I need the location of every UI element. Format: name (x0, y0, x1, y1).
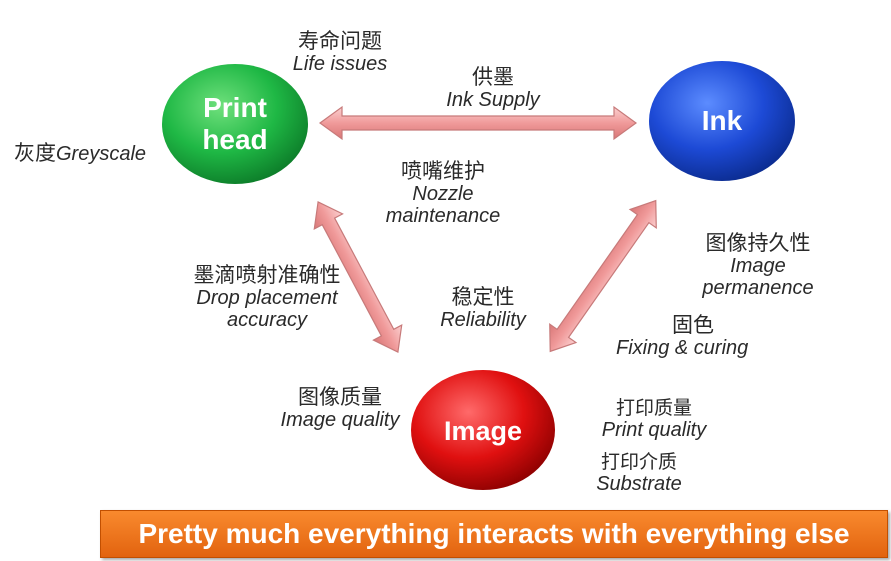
perm-cn: 图像持久性 (705, 231, 811, 255)
label-image-quality: 图像质量 Image quality (266, 385, 414, 432)
rel-cn: 稳定性 (451, 285, 515, 309)
sub-cn: 打印介质 (600, 451, 677, 473)
sub-en: Substrate (596, 472, 682, 495)
image-label: Image (444, 416, 522, 446)
label-life-issues: 寿命问题 Life issues (278, 29, 402, 76)
node-image: Image (411, 370, 555, 490)
drop-en1: Drop placement (196, 287, 338, 310)
label-drop-placement: 墨滴喷射准确性 Drop placement accuracy (178, 263, 356, 332)
perm-en1: Image (730, 255, 786, 278)
printhead-label-line1: Print (203, 92, 267, 123)
supply-cn: 供墨 (472, 65, 514, 89)
arrow-printhead-ink (318, 105, 638, 141)
label-image-permanence: 图像持久性 Image permanence (688, 231, 828, 300)
arrow-printhead-image (313, 201, 403, 353)
label-print-quality: 打印质量 Print quality (586, 398, 722, 441)
label-ink-supply: 供墨 Ink Supply (428, 65, 558, 112)
label-substrate: 打印介质 Substrate (580, 452, 698, 495)
grey-en: Greyscale (56, 143, 147, 165)
nozzle-en2: maintenance (385, 205, 501, 228)
fix-en: Fixing & curing (616, 337, 749, 360)
node-ink: Ink (649, 61, 795, 181)
summary-banner: Pretty much everything interacts with ev… (100, 510, 888, 558)
pq-cn: 打印质量 (615, 397, 692, 419)
life-cn: 寿命问题 (298, 29, 382, 53)
ink-label: Ink (702, 105, 743, 136)
nozzle-cn: 喷嘴维护 (401, 159, 485, 183)
printhead-label-line2: head (202, 124, 267, 155)
nozzle-en1: Nozzle (412, 183, 474, 206)
label-greyscale: 灰度Greyscale (14, 141, 147, 165)
fix-cn: 固色 (672, 313, 714, 337)
iq-en: Image quality (280, 409, 400, 432)
drop-cn: 墨滴喷射准确性 (193, 263, 341, 287)
label-nozzle-maintenance: 喷嘴维护 Nozzle maintenance (370, 159, 516, 228)
rel-en: Reliability (440, 309, 526, 332)
drop-en2: accuracy (226, 309, 308, 332)
supply-en: Ink Supply (446, 89, 540, 112)
life-en: Life issues (292, 53, 388, 76)
pq-en: Print quality (601, 418, 707, 441)
arrow-ink-image (549, 199, 657, 353)
perm-en2: permanence (702, 277, 814, 300)
label-fixing-curing: 固色 Fixing & curing (616, 313, 749, 360)
iq-cn: 图像质量 (298, 385, 382, 409)
node-printhead: Print head (162, 64, 308, 184)
label-reliability: 稳定性 Reliability (424, 285, 542, 332)
grey-cn: 灰度 (14, 141, 56, 165)
